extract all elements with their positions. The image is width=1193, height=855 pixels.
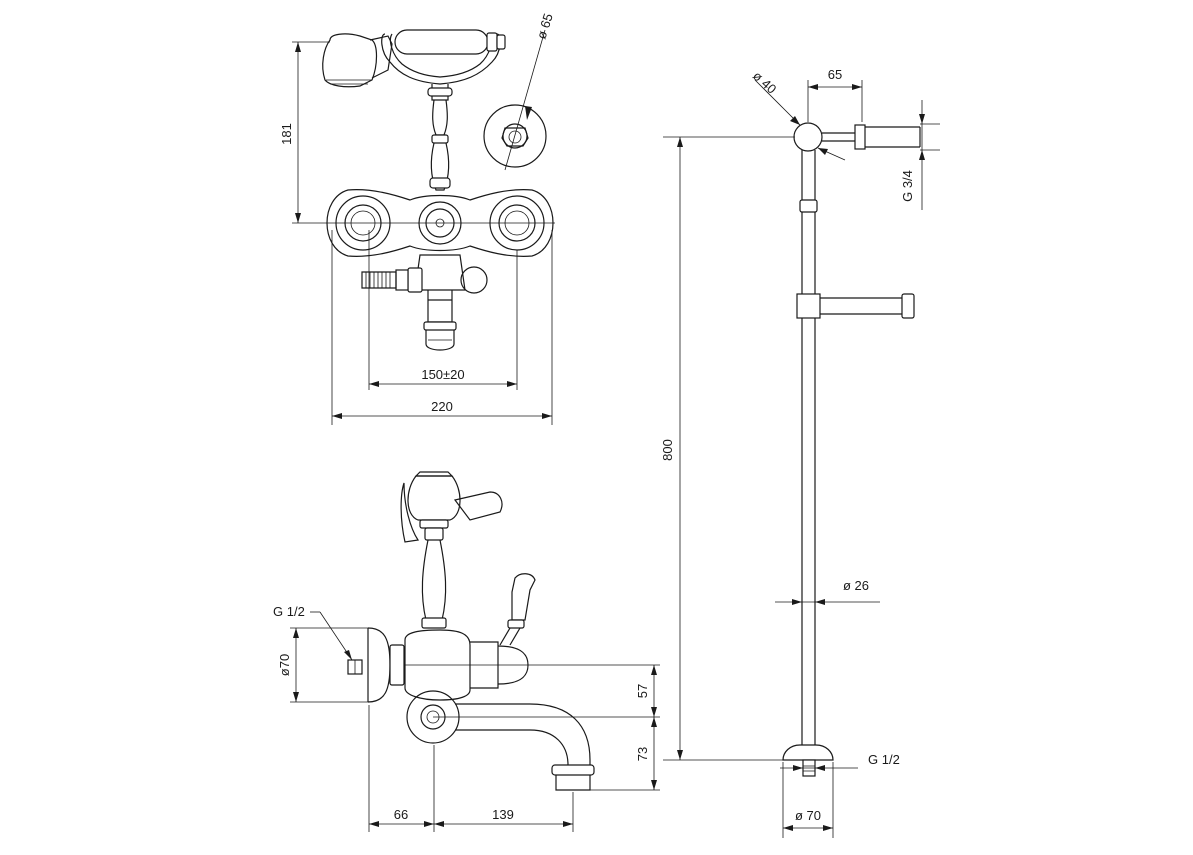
dim-diameter-70-side: ø70 <box>277 654 292 676</box>
dim-spacing-150: 150±20 <box>421 367 464 382</box>
top-view: ø 65 181 150±20 220 <box>279 12 556 425</box>
dim-height-800: 800 <box>660 439 675 461</box>
side-view: G 1/2 ø70 57 73 66 139 <box>273 471 660 832</box>
dim-diameter-65: ø 65 <box>534 12 556 41</box>
dim-thread-g34: G 3/4 <box>900 170 915 202</box>
dim-width-220: 220 <box>431 399 453 414</box>
dim-height-73: 73 <box>635 747 650 761</box>
dim-length-139: 139 <box>492 807 514 822</box>
dim-height-57: 57 <box>635 684 650 698</box>
hose-connector <box>361 271 397 289</box>
dim-diameter-26: ø 26 <box>843 578 869 593</box>
dim-length-66: 66 <box>394 807 408 822</box>
shower-rail-view: ø 40 65 G 3/4 800 ø 26 G 1/2 <box>660 67 940 838</box>
dim-offset-65: 65 <box>828 67 842 82</box>
dim-height-181: 181 <box>279 123 294 145</box>
dim-thread-g12-side: G 1/2 <box>273 604 305 619</box>
dim-diameter-70-rail: ø 70 <box>795 808 821 823</box>
dim-thread-g12-rail: G 1/2 <box>868 752 900 767</box>
dim-diameter-40: ø 40 <box>750 68 779 97</box>
